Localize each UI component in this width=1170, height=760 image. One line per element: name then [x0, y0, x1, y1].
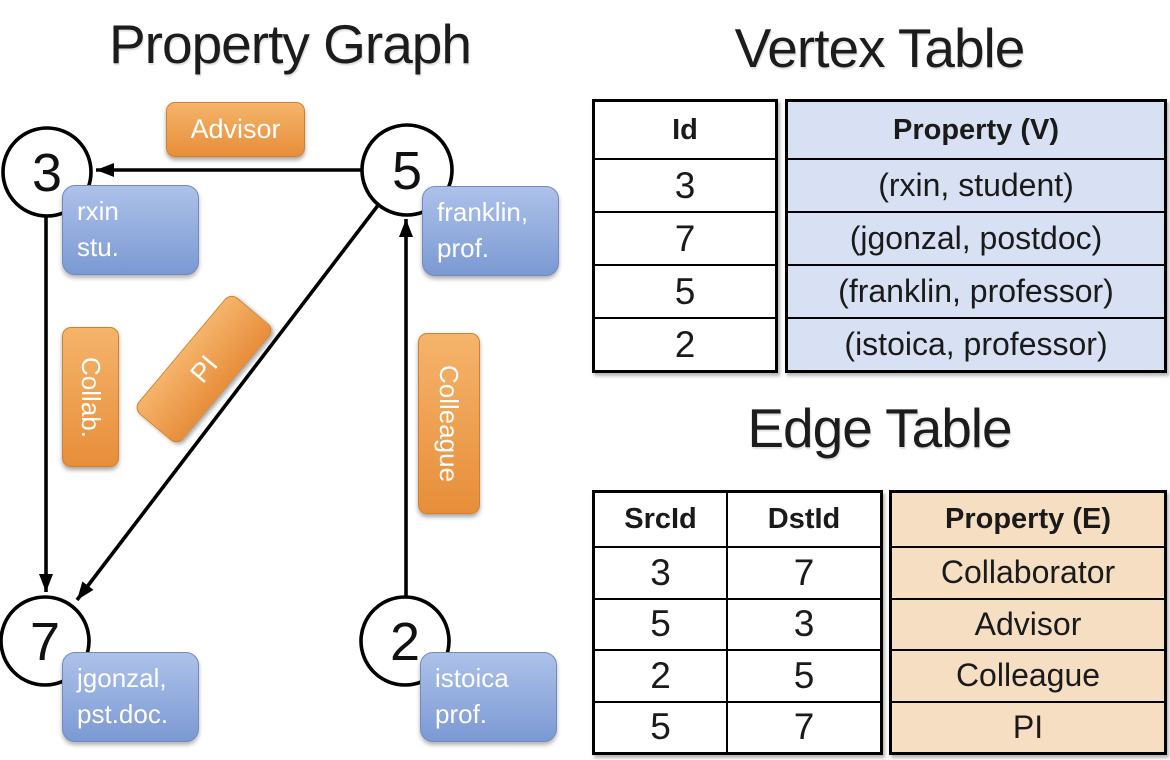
vertex-table-property-column: Property (V) (rxin, student) (jgonzal, p…: [785, 99, 1167, 373]
table-cell: 3: [595, 158, 775, 211]
vertex-table-property-header: Property (V): [893, 113, 1059, 146]
vertex-property-line: istoica: [435, 663, 509, 693]
vertex-property-box-3: rxin stu.: [62, 185, 199, 275]
node-5-label: 5: [391, 141, 423, 201]
edge-label-collab-text: Collab.: [76, 356, 106, 438]
table-cell: 5: [595, 700, 726, 753]
edge-label-advisor: Advisor: [166, 102, 305, 157]
edge-table-src-header: SrcId: [624, 503, 697, 535]
edge-label-colleague-text: Colleague: [434, 364, 465, 483]
table-cell: 5: [728, 649, 880, 701]
vertex-property-line: rxin: [77, 196, 119, 226]
table-cell: PI: [892, 700, 1164, 753]
table-cell: 3: [728, 597, 880, 650]
table-cell: (franklin, professor): [788, 264, 1164, 317]
edge-table-property-column: Property (E) Collaborator Advisor Collea…: [889, 490, 1167, 755]
vertex-property-line: stu.: [77, 232, 119, 262]
table-cell: 5: [595, 264, 775, 317]
table-cell: 3: [595, 546, 726, 598]
table-cell: Collaborator: [892, 546, 1164, 598]
vertex-property-box-7: jgonzal, pst.doc.: [62, 652, 199, 742]
edge-table-dst-column: DstId 7 3 5 7: [726, 493, 880, 752]
edge-table-dst-header: DstId: [767, 503, 841, 535]
edge-table-property-header: Property (E): [945, 503, 1111, 535]
vertex-table-id-column: Id 3 7 5 2: [592, 99, 778, 373]
node-7-label: 7: [29, 612, 61, 672]
table-cell: (rxin, student): [788, 158, 1164, 211]
vertex-property-line: prof.: [435, 699, 488, 729]
table-cell: (istoica, professor): [788, 317, 1164, 370]
table-cell: 7: [728, 546, 880, 598]
vertex-property-line: pst.doc.: [77, 699, 169, 729]
vertex-property-line: franklin,: [437, 197, 529, 227]
table-cell: (jgonzal, postdoc): [788, 211, 1164, 264]
table-cell: 7: [595, 211, 775, 264]
node-2-label: 2: [389, 612, 421, 672]
node-3-label: 3: [31, 143, 63, 203]
property-graph-title: Property Graph: [108, 13, 472, 75]
vertex-property-box-2: istoica prof.: [420, 652, 557, 742]
table-cell: 7: [728, 700, 880, 753]
edge-table-src-column: SrcId 3 5 2 5: [595, 493, 726, 752]
table-cell: 2: [595, 317, 775, 370]
table-cell: 2: [595, 649, 726, 701]
edge-table-id-columns: SrcId 3 5 2 5 DstId 7 3 5 7: [592, 490, 883, 755]
edge-label-colleague: Colleague: [418, 333, 480, 514]
vertex-table-title: Vertex Table: [734, 17, 1026, 79]
table-cell: Colleague: [892, 649, 1164, 701]
vertex-property-line: prof.: [437, 233, 490, 263]
edge-label-collab: Collab.: [62, 327, 119, 467]
edge-table: SrcId 3 5 2 5 DstId 7 3 5 7 Property (E)…: [592, 490, 1167, 755]
edge-5-to-7: [75, 202, 381, 602]
vertex-table-id-header: Id: [672, 113, 698, 146]
vertex-table: Id 3 7 5 2 Property (V) (rxin, student) …: [592, 99, 1167, 373]
vertex-property-box-5: franklin, prof.: [422, 186, 559, 276]
vertex-property-line: jgonzal,: [77, 663, 167, 693]
edge-table-title: Edge Table: [747, 397, 1012, 459]
table-cell: Advisor: [892, 597, 1164, 650]
table-cell: 5: [595, 597, 726, 650]
